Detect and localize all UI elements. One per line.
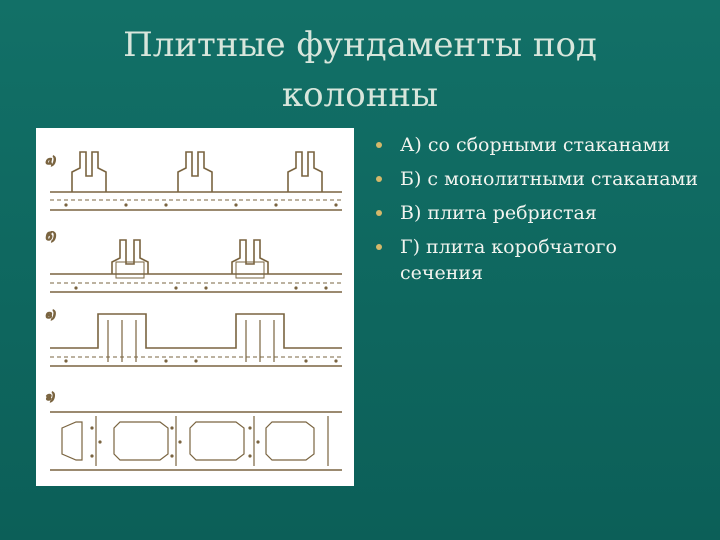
drawing-d xyxy=(50,411,342,471)
label-b: б) xyxy=(46,232,56,243)
foundation-drawing-svg: а) б) xyxy=(45,151,342,471)
bullet-marker xyxy=(376,244,382,250)
label-c: в) xyxy=(46,310,56,321)
bullet-text: Г) плита коробчатого сечения xyxy=(400,236,617,284)
bullet-list: А) со сборными стаканами Б) с монолитным… xyxy=(372,132,702,294)
bullet-item: А) со сборными стаканами xyxy=(372,132,702,158)
title-line-1: Плитные фундаменты под xyxy=(123,25,597,65)
bullet-marker xyxy=(376,210,382,216)
bullet-marker xyxy=(376,176,382,182)
slide-title: Плитные фундаменты под колонны xyxy=(60,20,660,120)
title-line-2: колонны xyxy=(281,75,439,115)
bullet-marker xyxy=(376,142,382,148)
bullet-item: Г) плита коробчатого сечения xyxy=(372,234,702,286)
foundation-drawing: а) б) xyxy=(36,128,354,486)
drawing-b xyxy=(50,239,342,293)
drawing-a xyxy=(50,151,342,211)
label-a: а) xyxy=(46,156,56,167)
bullet-item: Б) с монолитными стаканами xyxy=(372,166,702,192)
bullet-text: В) плита ребристая xyxy=(400,202,597,224)
rebar-dots xyxy=(64,203,338,458)
bullet-text: Б) с монолитными стаканами xyxy=(400,168,699,190)
label-d: г) xyxy=(46,392,55,403)
bullet-item: В) плита ребристая xyxy=(372,200,702,226)
bullet-text: А) со сборными стаканами xyxy=(400,134,671,156)
drawing-c xyxy=(50,313,342,367)
